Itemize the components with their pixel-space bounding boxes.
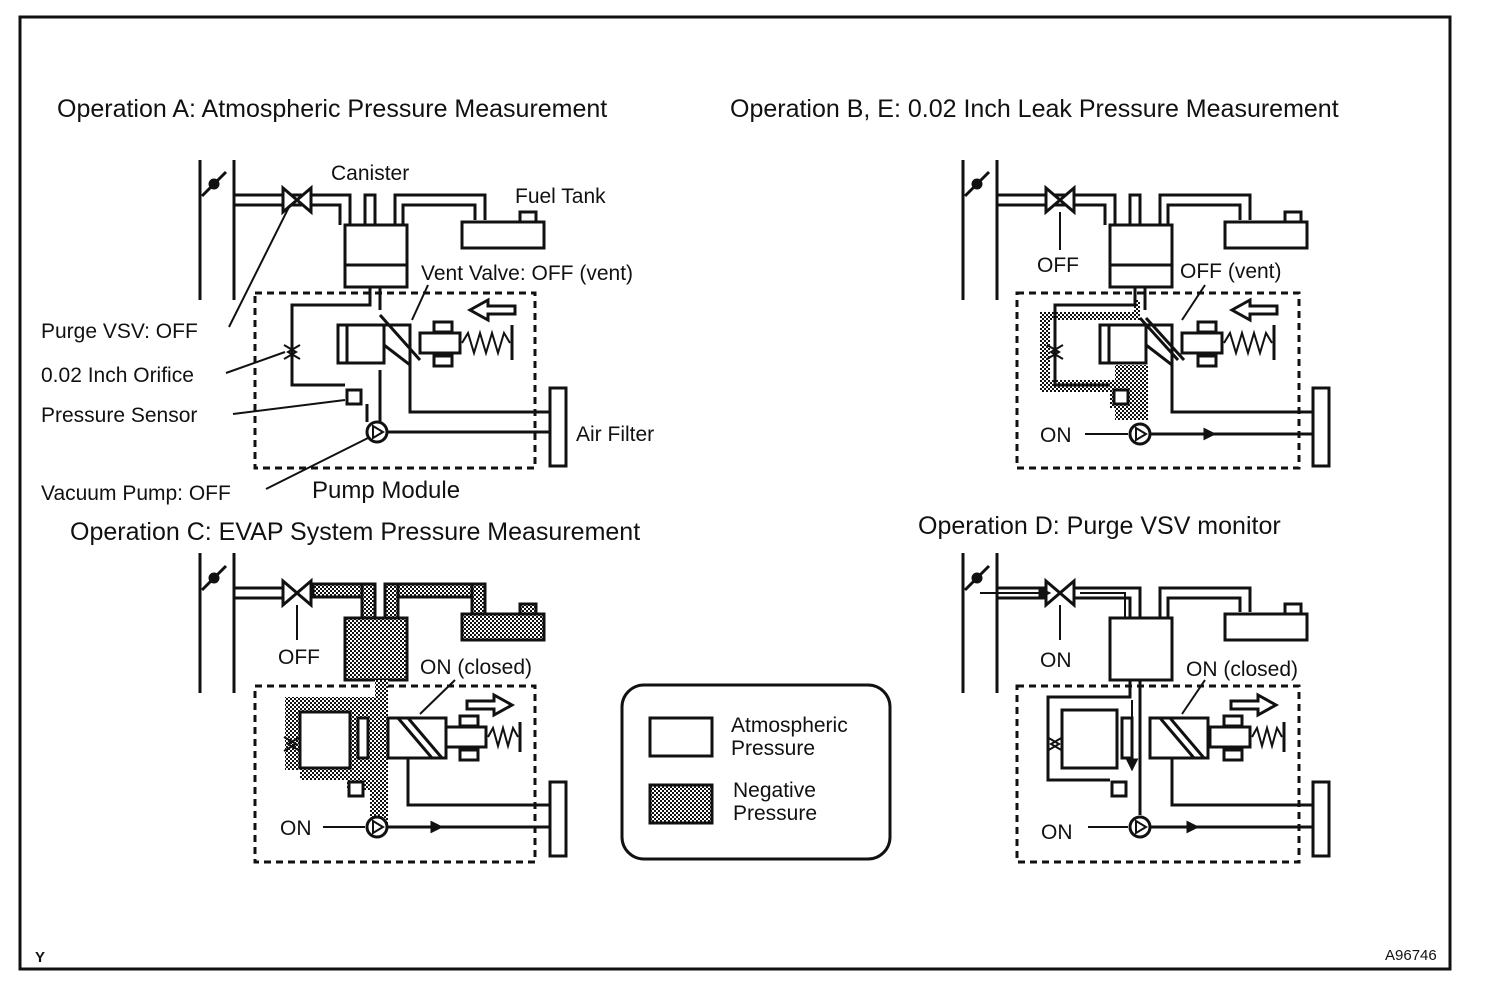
label-d-purge: ON (1040, 649, 1072, 672)
label-c-pump: ON (280, 817, 312, 840)
legend-atmospheric-line2: Pressure (731, 737, 815, 760)
legend-negative-line2: Pressure (733, 802, 817, 825)
title-operation-a: Operation A: Atmospheric Pressure Measur… (57, 95, 607, 123)
title-operation-c: Operation C: EVAP System Pressure Measur… (70, 518, 640, 546)
label-orifice: 0.02 Inch Orifice (41, 364, 194, 387)
panel-operation-b (961, 160, 1331, 470)
label-air-filter: Air Filter (576, 423, 654, 446)
label-d-vent: ON (closed) (1186, 658, 1298, 681)
legend-atmospheric-line1: Atmospheric (731, 714, 848, 737)
label-purge-vsv: Purge VSV: OFF (41, 320, 198, 343)
panel-operation-c (198, 553, 568, 864)
outer-frame (18, 15, 1452, 971)
panel-operation-a (198, 160, 568, 490)
label-vent-valve: Vent Valve: OFF (vent) (421, 262, 633, 285)
label-canister: Canister (331, 162, 409, 185)
panel-operation-d (961, 553, 1331, 864)
label-b-purge: OFF (1037, 254, 1079, 277)
legend-swatch-atmospheric (648, 716, 714, 758)
label-c-purge: OFF (278, 646, 320, 669)
label-c-vent: ON (closed) (420, 656, 532, 679)
footer-figure-id: A96746 (1385, 947, 1437, 964)
footer-left-mark: Y (35, 949, 45, 966)
title-operation-be: Operation B, E: 0.02 Inch Leak Pressure … (730, 95, 1339, 123)
legend-negative-line1: Negative (733, 779, 816, 802)
label-b-vent: OFF (vent) (1180, 260, 1282, 283)
legend (620, 683, 892, 861)
label-fuel-tank: Fuel Tank (515, 185, 606, 208)
legend-swatch-negative (648, 783, 714, 825)
label-d-pump: ON (1041, 821, 1073, 844)
label-vacuum-pump: Vacuum Pump: OFF (41, 482, 231, 505)
label-pump-module: Pump Module (312, 477, 460, 504)
title-operation-d: Operation D: Purge VSV monitor (918, 512, 1281, 540)
label-b-pump: ON (1040, 424, 1072, 447)
label-pressure-sensor: Pressure Sensor (41, 404, 197, 427)
